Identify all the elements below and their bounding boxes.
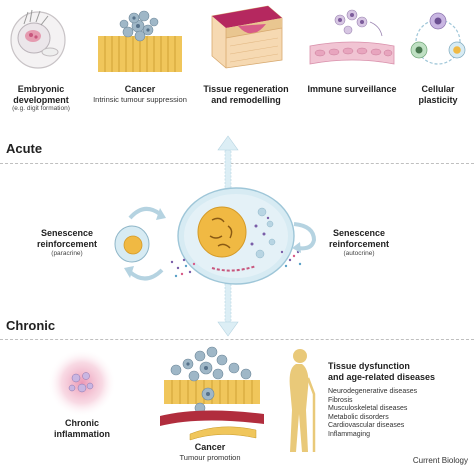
sasp-particles-left (170, 258, 196, 278)
chronic-inflammation-label: Chronic inflammation (53, 418, 110, 439)
paracrine-cell-illustration (114, 206, 166, 281)
embryonic-development-label: Embryonic development (13, 84, 69, 105)
immune-surveillance-label: Immune surveillance (307, 84, 397, 94)
acute-divider (0, 163, 474, 164)
immune-cells-illustration (309, 9, 395, 65)
disease-item: Metabolic disorders (328, 413, 389, 421)
inflammation-illustration (48, 349, 116, 417)
autocrine-reinforcement-label: Senescence reinforcement (328, 228, 390, 249)
chronic-section-title: Chronic (6, 318, 56, 333)
disease-item: Inflammaging (328, 430, 371, 438)
disease-item: Neurodegenerative diseases (328, 388, 418, 395)
tumour-tissue-illustration (98, 10, 182, 72)
chronic-divider (0, 339, 474, 340)
cancer-top-label: Cancer (124, 84, 156, 94)
plasticity-cycle-illustration (410, 12, 466, 65)
embryonic-development-sub: (e.g. digit formation) (12, 105, 70, 112)
elderly-person-illustration (289, 349, 316, 452)
tissue-regeneration-label: Tissue regeneration and remodelling (203, 84, 289, 105)
cancer-bottom-sub: Tumour promotion (179, 453, 241, 462)
cellular-plasticity-label: Cellular plasticity (418, 84, 458, 105)
autocrine-sub-label: (autocrine) (343, 250, 375, 257)
cancer-bottom-label: Cancer (194, 442, 226, 452)
senescent-cell-illustration (177, 187, 295, 285)
tumour-promotion-illustration (160, 346, 264, 441)
acute-section-title: Acute (6, 141, 43, 156)
autocrine-arrow (292, 222, 317, 253)
skin-tissue-illustration (211, 5, 283, 69)
paracrine-reinforcement-label: Senescence reinforcement (36, 228, 98, 249)
disease-item: Musculoskeletal diseases (328, 405, 408, 413)
journal-credit: Current Biology (412, 456, 468, 465)
sasp-particles-right (280, 250, 302, 268)
disease-item: Fibrosis (328, 396, 353, 404)
embryo-illustration (10, 9, 66, 69)
tissue-dysfunction-title: Tissue dysfunction and age-related disea… (328, 361, 436, 382)
age-related-disease-list: Neurodegenerative diseases Fibrosis Musc… (328, 388, 468, 440)
disease-item: Cardiovascular diseases (328, 422, 405, 430)
paracrine-sub-label: (paracrine) (51, 250, 83, 257)
cancer-top-sub: Intrinsic tumour suppression (93, 95, 187, 104)
